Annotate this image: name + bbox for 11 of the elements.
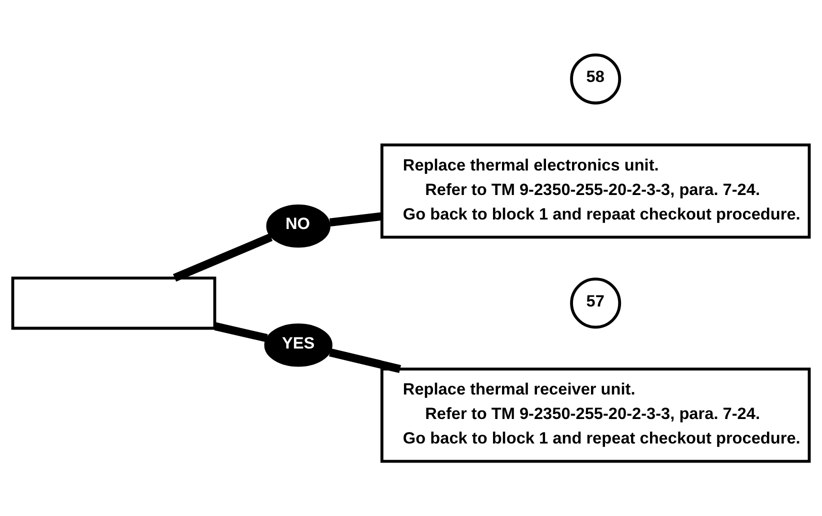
connector [173,233,273,282]
connector [329,212,382,226]
connector [329,348,402,374]
node-box: Replace thermal receiver unit. Refer to TM 9-2350-255-20-2-3-3, para. 7-24. Go back to block 1 and repeat checkout procedure. [380,368,811,463]
node-box: Replace thermal electronics unit. Refer to TM 9-2350-255-20-2-3-3, para. 7-24. Go back to block 1 and repaat checkout procedure. [380,143,811,239]
node-circle: 57 [570,278,622,329]
node-ellipse: YES [264,324,332,367]
connector [214,322,268,342]
node-ellipse: NO [266,204,330,248]
node-box [11,276,216,330]
node-circle: 58 [570,53,622,104]
